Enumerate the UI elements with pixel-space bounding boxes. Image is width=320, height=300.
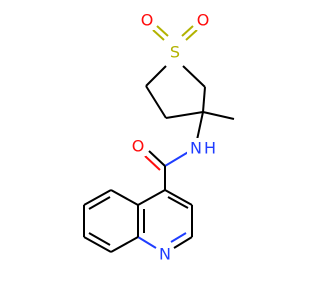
amide-oxygen-atom-label: O <box>132 137 145 156</box>
bond-c2-n1 <box>173 236 193 249</box>
bond-c7-c8-inner <box>88 232 111 246</box>
amide-oxygen-label-bg <box>130 136 146 156</box>
sulfur-atom-label: S <box>170 43 180 62</box>
bond-s-o-left-b <box>156 25 169 37</box>
ring-nitrogen-atom-label: N <box>159 245 171 264</box>
bond-c8-c8a <box>110 236 139 253</box>
bond-ch2-quaternary-c <box>165 111 204 119</box>
bond-c2-n1-inner <box>170 232 187 243</box>
bond-s-o-right-b <box>185 29 198 41</box>
bond-c5-c6-inner <box>88 196 111 210</box>
bond-c4-c3 <box>164 189 193 206</box>
amide-nitrogen-atom-label: N <box>190 139 202 158</box>
bond-carbonyl-c-o-b <box>144 155 161 171</box>
oxygen-left-label-bg <box>139 10 155 30</box>
bond-n-carbonyl <box>164 150 191 167</box>
bond-c7-c8 <box>83 236 112 253</box>
amide-nitrogen-label-bg <box>187 138 217 158</box>
bond-s-ch2-left <box>145 65 167 87</box>
bond-ch2-ch2 <box>145 85 167 119</box>
oxygen-right-label-bg <box>195 10 211 30</box>
ring-nitrogen-label-bg <box>157 244 173 264</box>
bond-c4-c3-inner <box>167 196 189 209</box>
bond-s-o-left-a <box>152 29 165 41</box>
oxygen-right-atom-label: O <box>197 11 210 30</box>
oxygen-left-atom-label: O <box>141 11 154 30</box>
bond-ch2-quaternary-c-right <box>202 86 206 113</box>
bond-quaternary-c-methyl <box>202 111 235 120</box>
bond-c4a-c4 <box>137 189 166 206</box>
bond-c4a-c5 <box>110 189 139 206</box>
bond-quaternary-c-n <box>196 111 204 141</box>
molecule-diagram: S O O O N H N <box>83 10 235 264</box>
amide-hydrogen-atom-label: H <box>204 139 216 158</box>
bond-s-ch2-right <box>182 65 206 88</box>
bond-n1-c8a <box>137 236 157 249</box>
bond-layer <box>83 25 235 253</box>
sulfur-label-bg <box>166 42 184 62</box>
bond-c5-c6 <box>83 189 112 206</box>
bond-carbonyl-c-o-a <box>148 150 166 167</box>
bond-s-o-right-a <box>181 25 194 37</box>
atom-label-layer: S O O O N H N <box>130 10 217 264</box>
